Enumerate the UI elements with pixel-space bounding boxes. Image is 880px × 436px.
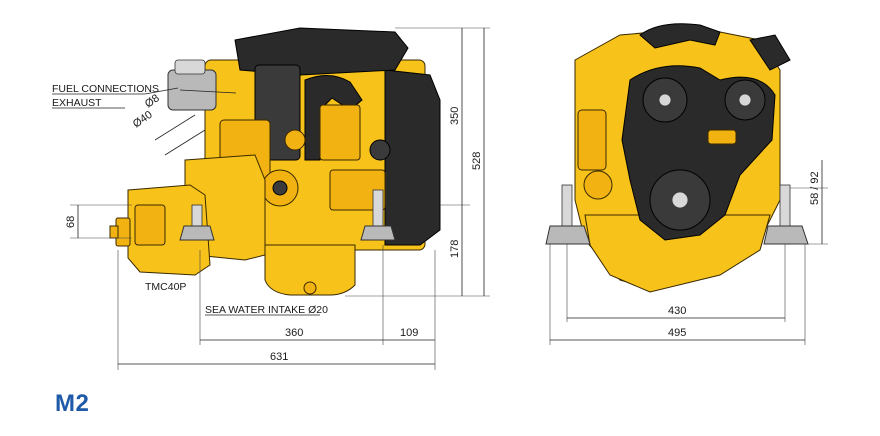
front-view-dimensions: 58 / 92 430 495 <box>549 160 828 345</box>
side-view-dimensions: 350 528 178 68 360 109 631 <box>65 27 490 370</box>
mount-height-dim: 58 / 92 <box>809 171 821 205</box>
front-mount-right <box>763 184 809 245</box>
gearbox-label: TMC40P <box>145 281 186 293</box>
side-view-engine <box>109 27 441 296</box>
side-mount-right <box>360 189 396 241</box>
shaft-68-dim: 68 <box>65 216 77 228</box>
total-width-495-dim: 495 <box>668 327 686 339</box>
side-mount-left <box>179 204 215 241</box>
side-view-labels: FUEL CONNECTIONS EXHAUST Ø8 Ø40 TMC40P S… <box>52 83 328 316</box>
mount-width-430-dim: 430 <box>668 305 686 317</box>
height-178-dim: 178 <box>449 240 461 258</box>
front-view-engine <box>545 23 809 293</box>
height-528-dim: 528 <box>471 152 483 170</box>
exhaust-diameter-label: Ø40 <box>131 109 155 131</box>
length-360-dim: 360 <box>285 327 303 339</box>
exhaust-label: EXHAUST <box>52 97 102 109</box>
height-350-dim: 350 <box>449 107 461 125</box>
length-631-dim: 631 <box>270 351 288 363</box>
sea-water-intake-label: SEA WATER INTAKE Ø20 <box>205 304 328 316</box>
model-title: M2 <box>55 390 90 417</box>
length-109-dim: 109 <box>400 327 418 339</box>
front-mount-left <box>545 184 591 245</box>
fuel-connections-label: FUEL CONNECTIONS <box>52 83 159 95</box>
